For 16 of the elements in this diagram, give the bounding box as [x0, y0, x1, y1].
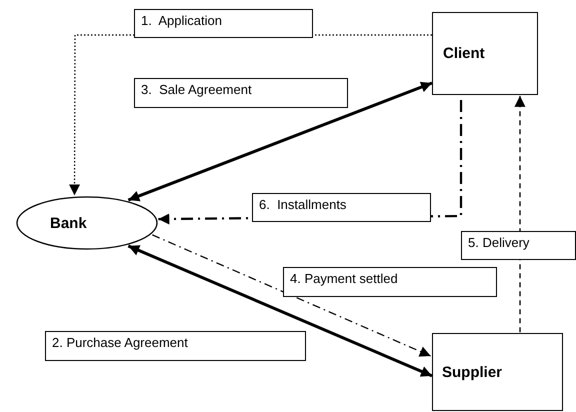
arrow	[128, 244, 433, 378]
arrow	[152, 234, 431, 357]
node-label: Client	[443, 45, 485, 62]
edge-label: 4. Payment settled	[283, 267, 497, 297]
process-box	[432, 12, 538, 95]
arrow	[128, 82, 433, 202]
node-label: Supplier	[442, 364, 502, 380]
entity-ellipse	[16, 196, 158, 250]
edge-label: 3. Sale Agreement	[134, 78, 348, 108]
edge-label: 5. Delivery	[461, 231, 576, 260]
edge-label: 6. Installments	[252, 193, 431, 222]
arrow	[514, 96, 526, 332]
edge-label: 1. Application	[134, 9, 313, 38]
edge-label: 2. Purchase Agreement	[45, 331, 306, 361]
process-box	[432, 333, 563, 411]
node-label: Bank	[50, 214, 87, 232]
